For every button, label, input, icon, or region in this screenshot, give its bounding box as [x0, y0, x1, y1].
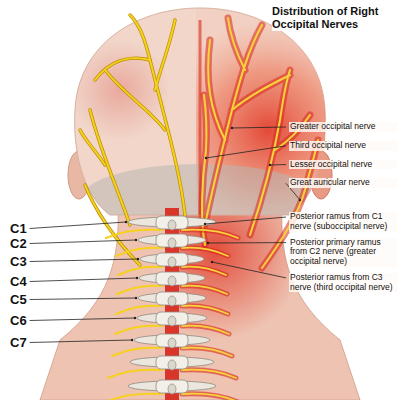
spinous-process — [168, 316, 176, 326]
right-root-glow — [182, 306, 228, 314]
vertebral-arch — [156, 312, 188, 325]
leader-line — [30, 278, 137, 282]
leader-line — [212, 262, 286, 278]
vertebral-arch — [156, 234, 188, 247]
spinous-process — [168, 257, 176, 267]
leader-line — [30, 318, 135, 321]
leader-line — [30, 298, 136, 300]
leader-line — [232, 127, 286, 128]
right-root-glow — [182, 326, 229, 334]
leader-dot — [211, 261, 213, 263]
vertebra — [130, 356, 214, 370]
right-root — [182, 370, 236, 378]
nerve-label: Greater occipital nerve — [289, 122, 397, 132]
vertebra — [140, 253, 204, 267]
vertebra-label: C7 — [10, 336, 27, 349]
leader-line — [30, 340, 132, 343]
leader-dot — [134, 317, 136, 319]
vertebra-label: C1 — [10, 222, 27, 235]
vertebra-label: C2 — [10, 237, 27, 250]
left-root — [116, 306, 162, 314]
left-root — [108, 370, 162, 378]
spinous-process — [168, 220, 176, 230]
leader-dot — [137, 258, 139, 260]
spinous-process — [168, 238, 176, 248]
leader-line — [208, 242, 286, 243]
nerve-label: Posterior ramus from C3 nerve (third occ… — [289, 273, 397, 293]
vertebra-label: C6 — [10, 314, 27, 327]
left-root — [112, 348, 162, 356]
right-root — [182, 394, 238, 400]
left-nerves — [80, 15, 185, 265]
left-root — [117, 286, 162, 294]
leader-line — [30, 240, 136, 244]
vertebra — [139, 272, 205, 286]
vertebra — [138, 292, 206, 306]
nerve-root — [115, 326, 229, 334]
leader-dot — [135, 297, 137, 299]
diagram-title: Distribution of Right Occipital Nerves — [272, 5, 396, 31]
leader-dot — [131, 339, 133, 341]
vertebral-arch — [156, 253, 188, 266]
leader-line — [206, 146, 286, 158]
nerve-label: Posterior ramus from C1 nerve (suboccipi… — [289, 212, 397, 232]
vertebral-arch — [156, 380, 188, 393]
leader-dot — [204, 223, 206, 225]
vertebra-label: C3 — [10, 255, 27, 268]
right-root-glow — [182, 286, 227, 294]
leader-dot — [231, 127, 233, 129]
leader-dot — [135, 239, 137, 241]
spinous-process — [168, 384, 176, 394]
vertebra-label: C5 — [10, 293, 27, 306]
leader-dot — [125, 221, 127, 223]
vertebral-arch — [156, 216, 188, 229]
nerve-root — [108, 370, 236, 378]
nerve-label: Third occipital nerve — [289, 141, 397, 151]
left-root — [106, 394, 162, 400]
right-root-glow — [182, 348, 232, 356]
vertebral-arch — [156, 334, 188, 347]
right-root — [182, 326, 229, 334]
left-root — [115, 326, 162, 334]
leader-line — [270, 164, 286, 165]
right-root — [182, 348, 232, 356]
vertebra — [138, 234, 206, 248]
spinous-process — [168, 360, 176, 370]
vertebra — [128, 216, 216, 230]
vertebra-label: C4 — [10, 275, 27, 288]
cervical-spine — [106, 216, 238, 400]
right-root — [182, 306, 228, 314]
nerve-label: Lesser occipital nerve — [289, 160, 397, 170]
nerve-label: Posterior primary ramus from C2 nerve (g… — [289, 238, 397, 267]
spinous-process — [168, 276, 176, 286]
vertebra — [128, 380, 216, 394]
right-root-glow — [182, 370, 236, 378]
label-column: Greater occipital nerveThird occipital n… — [289, 122, 397, 298]
right-root-glow — [182, 394, 238, 400]
right-root — [182, 286, 227, 294]
vertebra — [134, 334, 210, 348]
leader-line — [205, 217, 286, 224]
nerve-root — [112, 348, 232, 356]
vertebral-arch — [156, 356, 188, 369]
vertebral-arch — [156, 292, 188, 305]
leader-dot — [269, 164, 271, 166]
leader-dot — [299, 199, 301, 201]
nerve-label: Great auricular nerve — [289, 178, 397, 188]
leader-line — [30, 259, 138, 262]
leader-line — [30, 222, 126, 229]
vertebra — [137, 312, 207, 326]
leader-dot — [207, 242, 209, 244]
leader-dot — [205, 157, 207, 159]
leader-dot — [136, 277, 138, 279]
nerve-root — [106, 394, 238, 400]
spinous-process — [168, 296, 176, 306]
vertebral-arch — [156, 272, 188, 285]
spinous-process — [168, 338, 176, 348]
